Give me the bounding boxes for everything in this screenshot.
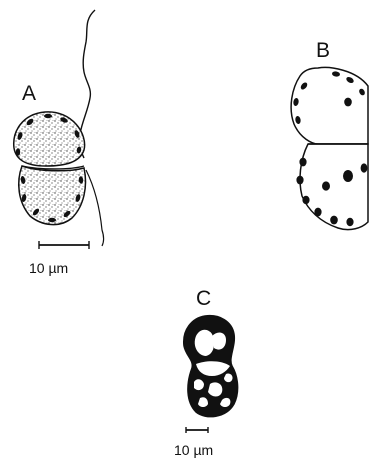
panel-c-label: C <box>196 287 211 310</box>
panel-a-upper-cell <box>14 112 85 166</box>
panel-c-scale-label: 10 µm <box>174 442 213 458</box>
panel-a-scale-label: 10 µm <box>29 260 68 276</box>
panel-a-label: A <box>22 82 36 105</box>
panel-a-lower-cell <box>19 166 86 225</box>
panel-b-upper-cell <box>291 68 368 144</box>
panel-b-label: B <box>316 39 330 62</box>
panel-a-trailing-flagellum <box>86 170 104 246</box>
panel-a-scale-bar <box>39 241 89 249</box>
panel-b: B <box>291 39 368 230</box>
panel-a: A <box>14 10 104 276</box>
panel-c-scale-bar <box>186 427 208 433</box>
panel-c: C 10 µm <box>174 287 238 458</box>
